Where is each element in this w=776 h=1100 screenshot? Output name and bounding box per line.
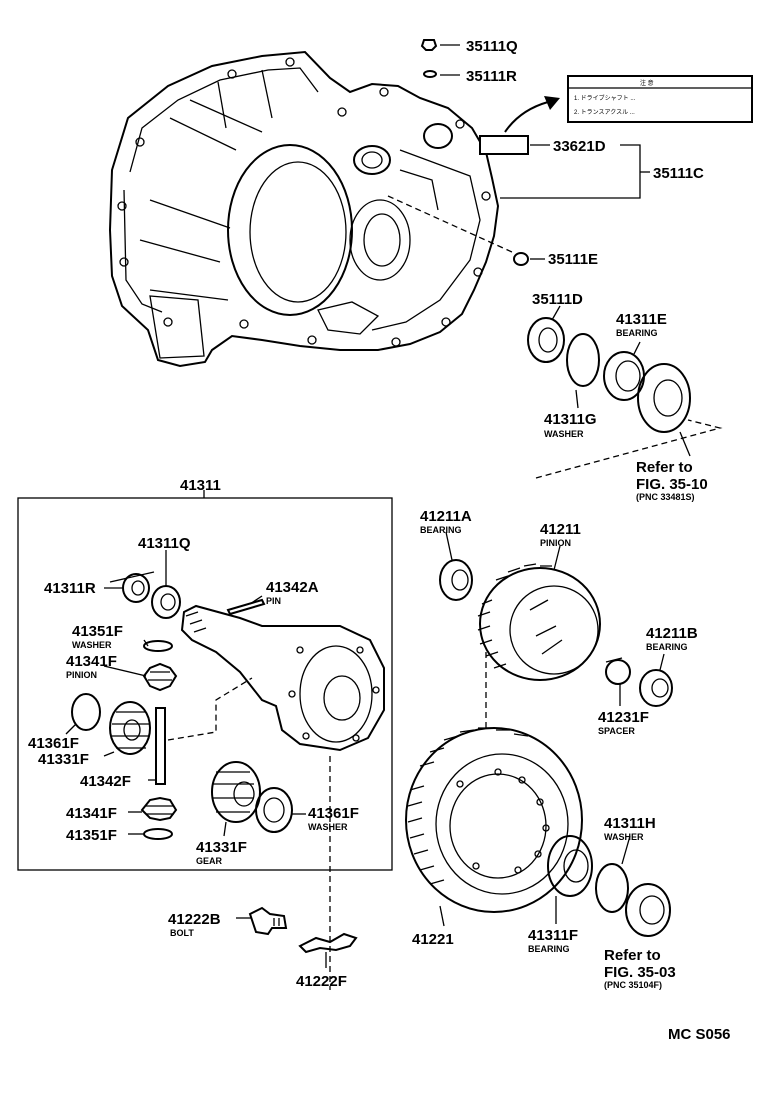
part-41342A-label: 41342A [266,579,319,596]
bearing-41211a [439,559,473,601]
part-41222B-sublabel: BOLT [170,928,194,938]
bearing-race-41311q [151,585,181,619]
part-41351F-top-sublabel: WASHER [72,640,112,650]
part-41311F-sublabel: BEARING [528,944,570,954]
part-41341F-top-sublabel: PINION [66,670,97,680]
part-35111E-label: 35111E [548,251,598,268]
part-41222B-label: 41222B [168,911,221,928]
part-41311F-label: 41311F [528,927,578,944]
part-41211A-label: 41211A [420,508,472,525]
top-leaders [387,44,650,260]
refer-2-line3: (PNC 35104F) [604,980,662,990]
bolt-41222b [248,906,288,936]
washer-41311h [595,863,629,913]
bearing-41311r [122,573,150,603]
part-33621D-label: 33621D [553,138,606,155]
diagram-code: MC S056 [668,1026,731,1043]
part-41311G-label: 41311G [544,411,597,428]
part-41311G-sublabel: WASHER [544,429,584,439]
caution-label-title: 注 意 [640,79,654,87]
washer-41351f-bottom [143,828,173,840]
part-41342A-sublabel: PIN [266,596,281,606]
washer-41361f-right [255,787,293,833]
part-41211B-sublabel: BEARING [646,642,688,652]
side-gear-41331f-gear [211,761,261,823]
part-41211-label: 41211 [540,521,581,538]
gasket-35111r [423,70,437,78]
refer-2-line2: FIG. 35-03 [604,964,676,981]
part-41341F-bottom-label: 41341F [66,805,117,822]
part-41331F-gear-sublabel: GEAR [196,856,223,866]
part-35111Q-label: 35111Q [466,38,518,55]
transaxle-case [108,50,500,368]
part-41231F-label: 41231F [598,709,649,726]
pinion-41341f-top [142,662,178,692]
plug-35111e [513,252,529,266]
shaft-41342f [155,707,166,785]
part-41211-sublabel: PINION [540,538,571,548]
part-41351F-bottom-label: 41351F [66,827,117,844]
pinion-41341f-bottom [140,796,178,822]
bearing-41211b [639,669,673,707]
part-41311E-sublabel: BEARING [616,328,658,338]
race-41311e [637,363,691,433]
part-41311E-label: 41311E [616,311,667,328]
pin-41342a [226,598,266,616]
race-41311f [625,883,671,937]
part-41311Q-label: 41311Q [138,535,191,552]
seal-35111d [527,317,565,363]
part-41221-label: 41221 [412,931,454,948]
part-41361F-right-sublabel: WASHER [308,822,348,832]
plate-33621d [479,135,529,155]
washer-41311g [566,333,600,387]
washer-41351f-top [143,640,173,652]
part-41311H-label: 41311H [604,815,656,832]
caution-label-line2: 2. トランスアクスル ... [574,109,635,116]
part-35111C-label: 35111C [653,165,704,182]
part-41342F-label: 41342F [80,773,131,790]
refer-1-line1: Refer to [636,459,693,476]
part-41222F-label: 41222F [296,973,347,990]
part-41331F-left-label: 41331F [38,751,89,768]
part-35111R-label: 35111R [466,68,517,85]
differential-case [180,604,385,752]
side-gear-41331f-left [109,701,151,755]
spacer-41231f [605,657,631,685]
part-41211A-sublabel: BEARING [420,525,462,535]
part-41331F-gear-label: 41331F [196,839,247,856]
ring-gear-41221 [405,727,583,913]
plug-35111q [420,39,438,51]
part-41231F-sublabel: SPACER [598,726,635,736]
bearing-41311f [547,835,593,897]
part-41341F-top-label: 41341F [66,653,117,670]
lock-plate-41222f [298,932,358,954]
part-41361F-left-label: 41361F [28,735,79,752]
part-41311R-label: 41311R [44,580,96,597]
part-41211B-label: 41211B [646,625,698,642]
differential-assembly-box [17,497,393,871]
part-41361F-right-label: 41361F [308,805,359,822]
refer-2-line1: Refer to [604,947,661,964]
part-41311H-sublabel: WASHER [604,832,644,842]
part-41311-label: 41311 [180,477,221,494]
refer-1-line3: (PNC 33481S) [636,492,695,502]
part-41351F-top-label: 41351F [72,623,123,640]
pinion-41211 [477,563,601,681]
part-35111D-label: 35111D [532,291,583,308]
caution-label: 注 意 1. ドライブシャフト ... 2. トランスアクスル ... [504,75,753,133]
caution-label-line1: 1. ドライブシャフト ... [574,94,636,102]
refer-1-line2: FIG. 35-10 [636,476,708,493]
washer-41361f-left [71,693,101,731]
